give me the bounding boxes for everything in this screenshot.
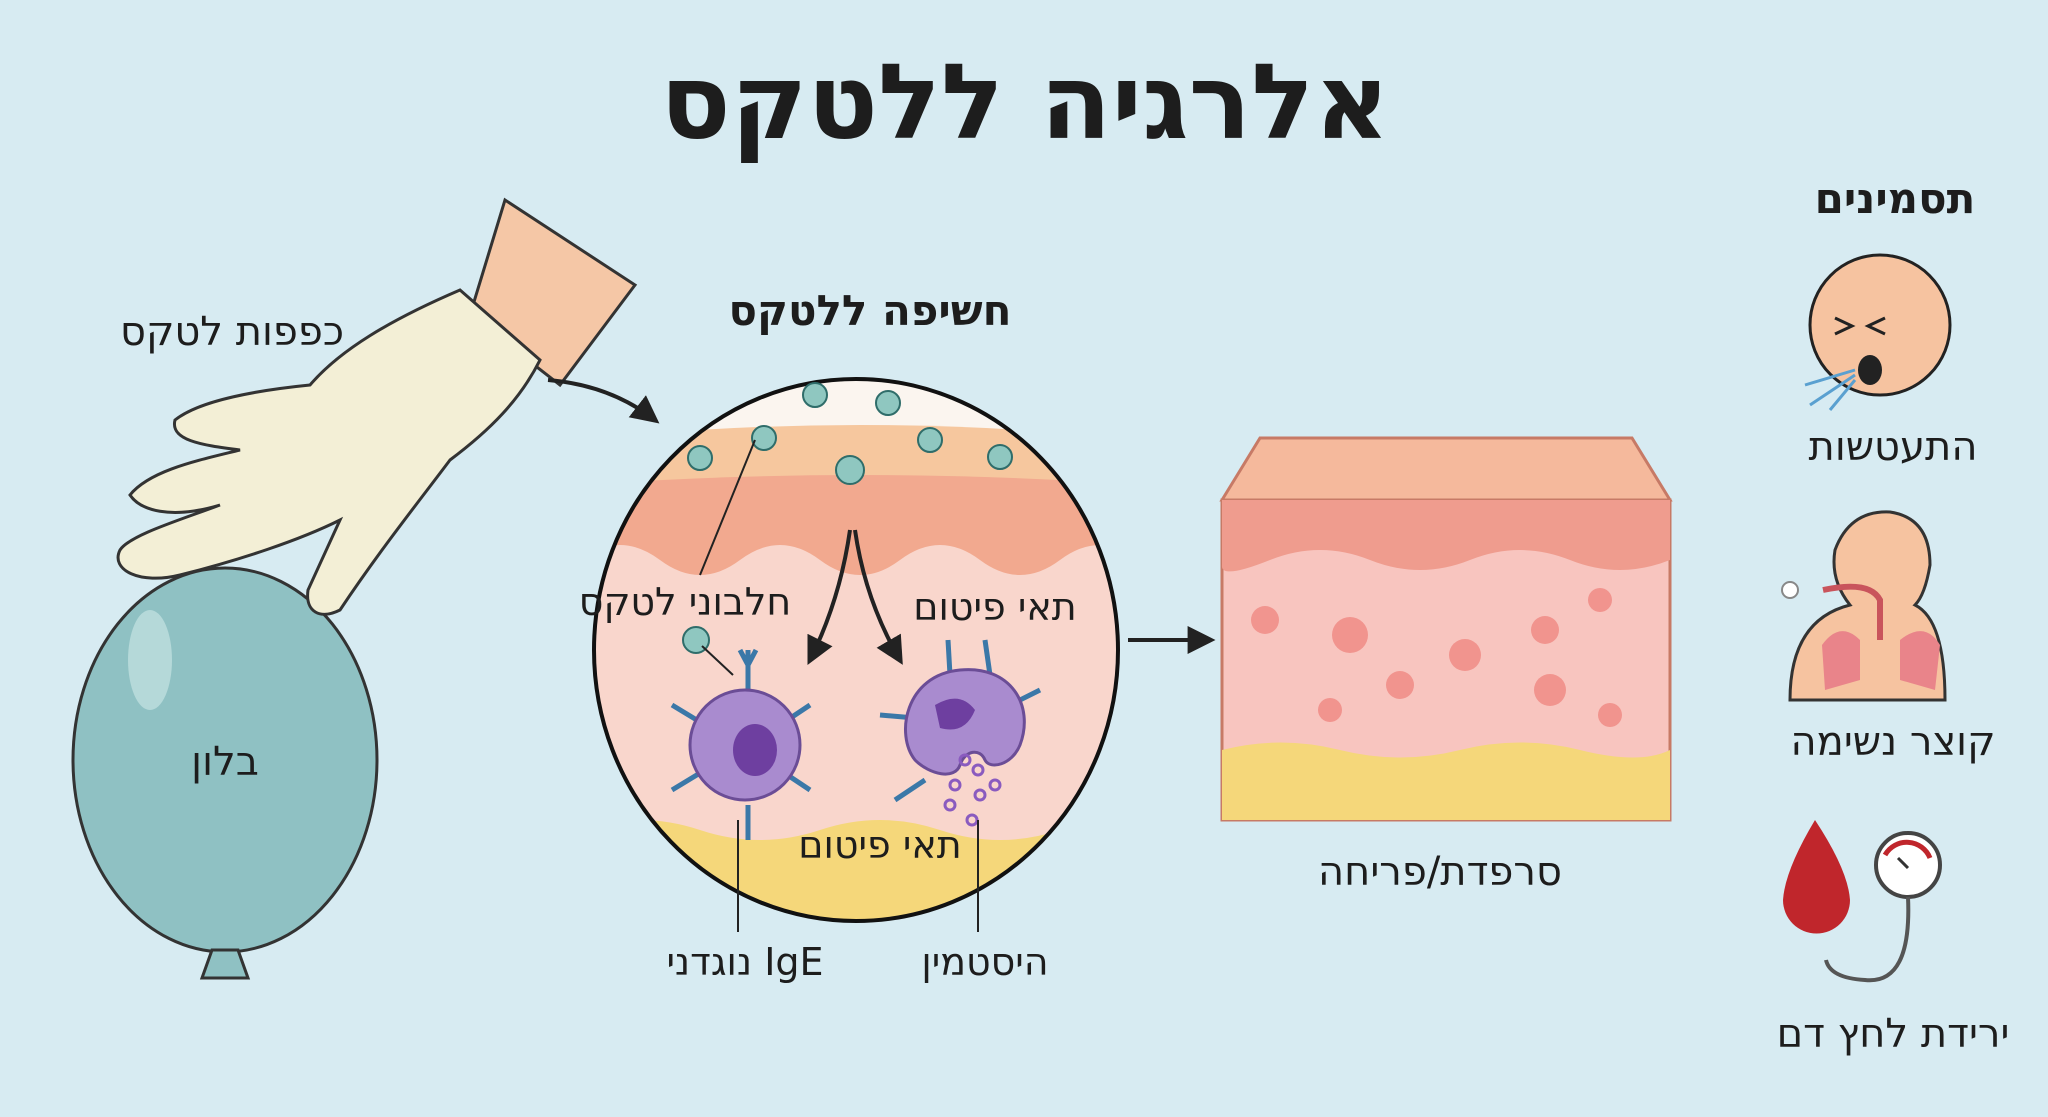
lungs-breathing-icon	[1781, 510, 1947, 702]
latex-glove-hand-icon	[116, 197, 638, 616]
symptom-label-sneezing: התעטשות	[1809, 424, 1978, 470]
symptom-label-shortness-of-breath: קוצר נשימה	[1791, 719, 1996, 765]
zoom-circle-outline	[592, 377, 1120, 923]
arrow-to-mast-cell-left	[807, 529, 852, 666]
gloves-label: כפפות לטקס	[120, 309, 344, 355]
exposure-arrow	[547, 378, 660, 424]
balloon-icon	[71, 566, 379, 980]
mast-cells-label-right: תאי פיטום	[913, 585, 1076, 629]
symptoms-heading: תסמינים	[1815, 174, 1976, 223]
latex-proteins-label: חלבוני לטקס	[579, 580, 791, 624]
histamine-granules	[943, 753, 1002, 827]
arrow-to-mast-cell-right	[853, 529, 903, 665]
skin-cross-section-zoom	[594, 379, 1118, 921]
ige-antibodies-label: נוגדני IgE	[666, 940, 823, 984]
sneezing-face-icon	[1804, 253, 1952, 411]
histamine-label: היסטמין	[921, 940, 1048, 984]
symptom-label-low-blood-pressure: ירידת לחץ דם	[1777, 1011, 2010, 1057]
mast-cells-label-bottom: תאי פיטום	[798, 823, 961, 867]
balloon-label: בלון	[191, 739, 259, 785]
blood-pressure-icon	[1783, 820, 1942, 983]
skin-rash-block-icon	[1219, 436, 1673, 822]
page-title: אלרגיה ללטקס	[660, 41, 1390, 163]
hives-rash-label: סרפדת/פריחה	[1318, 849, 1562, 895]
exposure-heading: חשיפה ללטקס	[729, 286, 1012, 335]
mast-cell-icon	[670, 645, 812, 840]
degranulating-mast-cell-icon	[879, 639, 1042, 827]
